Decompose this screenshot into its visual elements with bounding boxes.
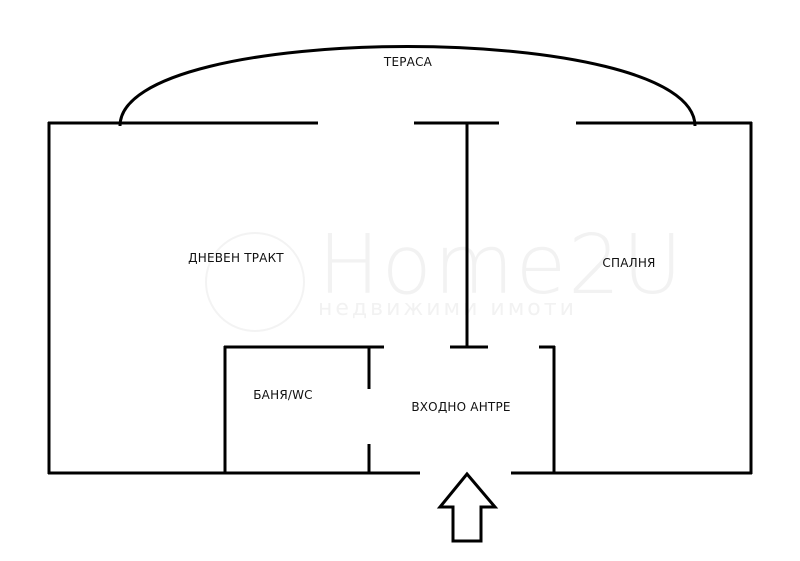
room-label-bathroom: БАНЯ/WC (253, 388, 313, 402)
room-label-terrace: ТЕРАСА (383, 55, 433, 69)
terrace-outline (118, 45, 697, 127)
watermark-brand: Home2U (318, 218, 685, 313)
arrow-up-icon (436, 471, 499, 543)
room-label-bedroom: СПАЛНЯ (602, 256, 656, 270)
watermark-tagline: недвижими имоти (318, 296, 577, 321)
room-label-living: ДНЕВЕН ТРАКТ (188, 251, 284, 265)
room-label-entrance: ВХОДНО АНТРЕ (411, 400, 511, 414)
watermark-logo-icon (205, 232, 305, 332)
